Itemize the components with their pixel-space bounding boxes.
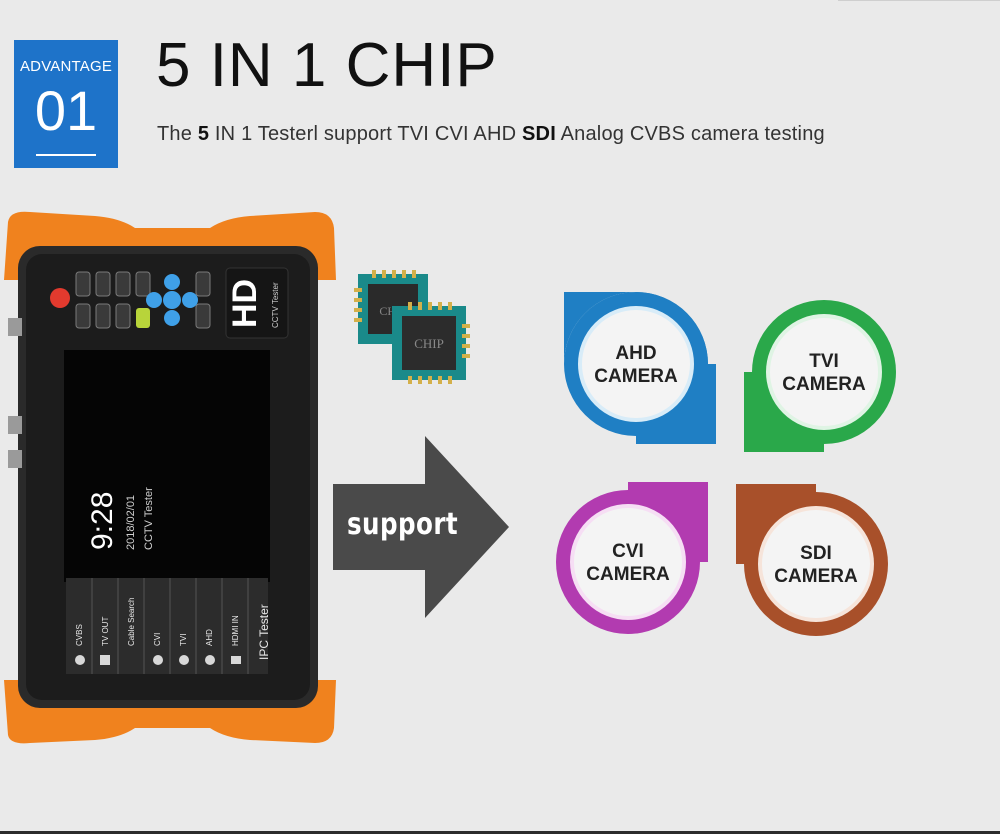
page-title: 5 IN 1 CHIP [156,31,498,100]
camera-word: CAMERA [774,566,858,587]
screen-date: 2018/02/01 [125,495,137,550]
device-illustration: HD CCTV Tester 9:28 2018/02/01 CCTV Test… [4,211,336,744]
subtitle-bold: 5 [197,123,210,145]
camera-word: CAMERA [782,374,866,395]
support-arrow [333,436,509,618]
screen-label: CCTV Tester [143,487,155,550]
menu-item-cvbs: CVBS [75,624,84,646]
menu-item-tvi: TVI [179,634,188,646]
top-divider [838,0,1000,1]
subtitle-text: IN 1 Testerl support TVI CVI AHD [209,123,523,145]
menu-item-ahd: AHD [205,629,214,646]
device-logo: HD [226,279,264,328]
camera-type: CVI [612,541,644,562]
menu-item-cvi: CVI [153,633,162,646]
camera-type: SDI [800,543,832,564]
subtitle-text: The [157,123,198,145]
advantage-badge: ADVANTAGE 01 [14,40,118,168]
subtitle-text: Analog CVBS camera testing [555,123,825,145]
device-logo-sub: CCTV Tester [271,282,280,328]
chip-icons: CHIP CHIP [352,268,472,386]
subtitle-bold: SDI [522,123,556,145]
badge-number: 01 [34,79,98,142]
camera-word: CAMERA [594,366,678,387]
chip-label: CHIP [414,336,444,351]
page-subtitle: The 5 IN 1 Testerl support TVI CVI AHD S… [157,123,825,146]
cctv-tester-device: HD CCTV Tester 9:28 2018/02/01 CCTV Test… [0,210,340,745]
menu-item-ipc-tester: IPC Tester [257,604,271,660]
menu-item-cable-search: Cable Search [127,598,136,646]
badge-underline [36,154,96,156]
support-label: support [347,507,459,542]
menu-item-hdmi-in: HDMI IN [231,615,240,646]
screen-time: 9:28 [86,492,119,550]
bottom-divider [0,831,1000,834]
camera-word: CAMERA [586,564,670,585]
camera-type: TVI [809,351,839,372]
menu-item-tvout: TV OUT [101,617,110,646]
chip-icon: CHIP CHIP [354,270,470,384]
badge-label: ADVANTAGE [19,58,113,75]
camera-type: AHD [615,343,657,364]
